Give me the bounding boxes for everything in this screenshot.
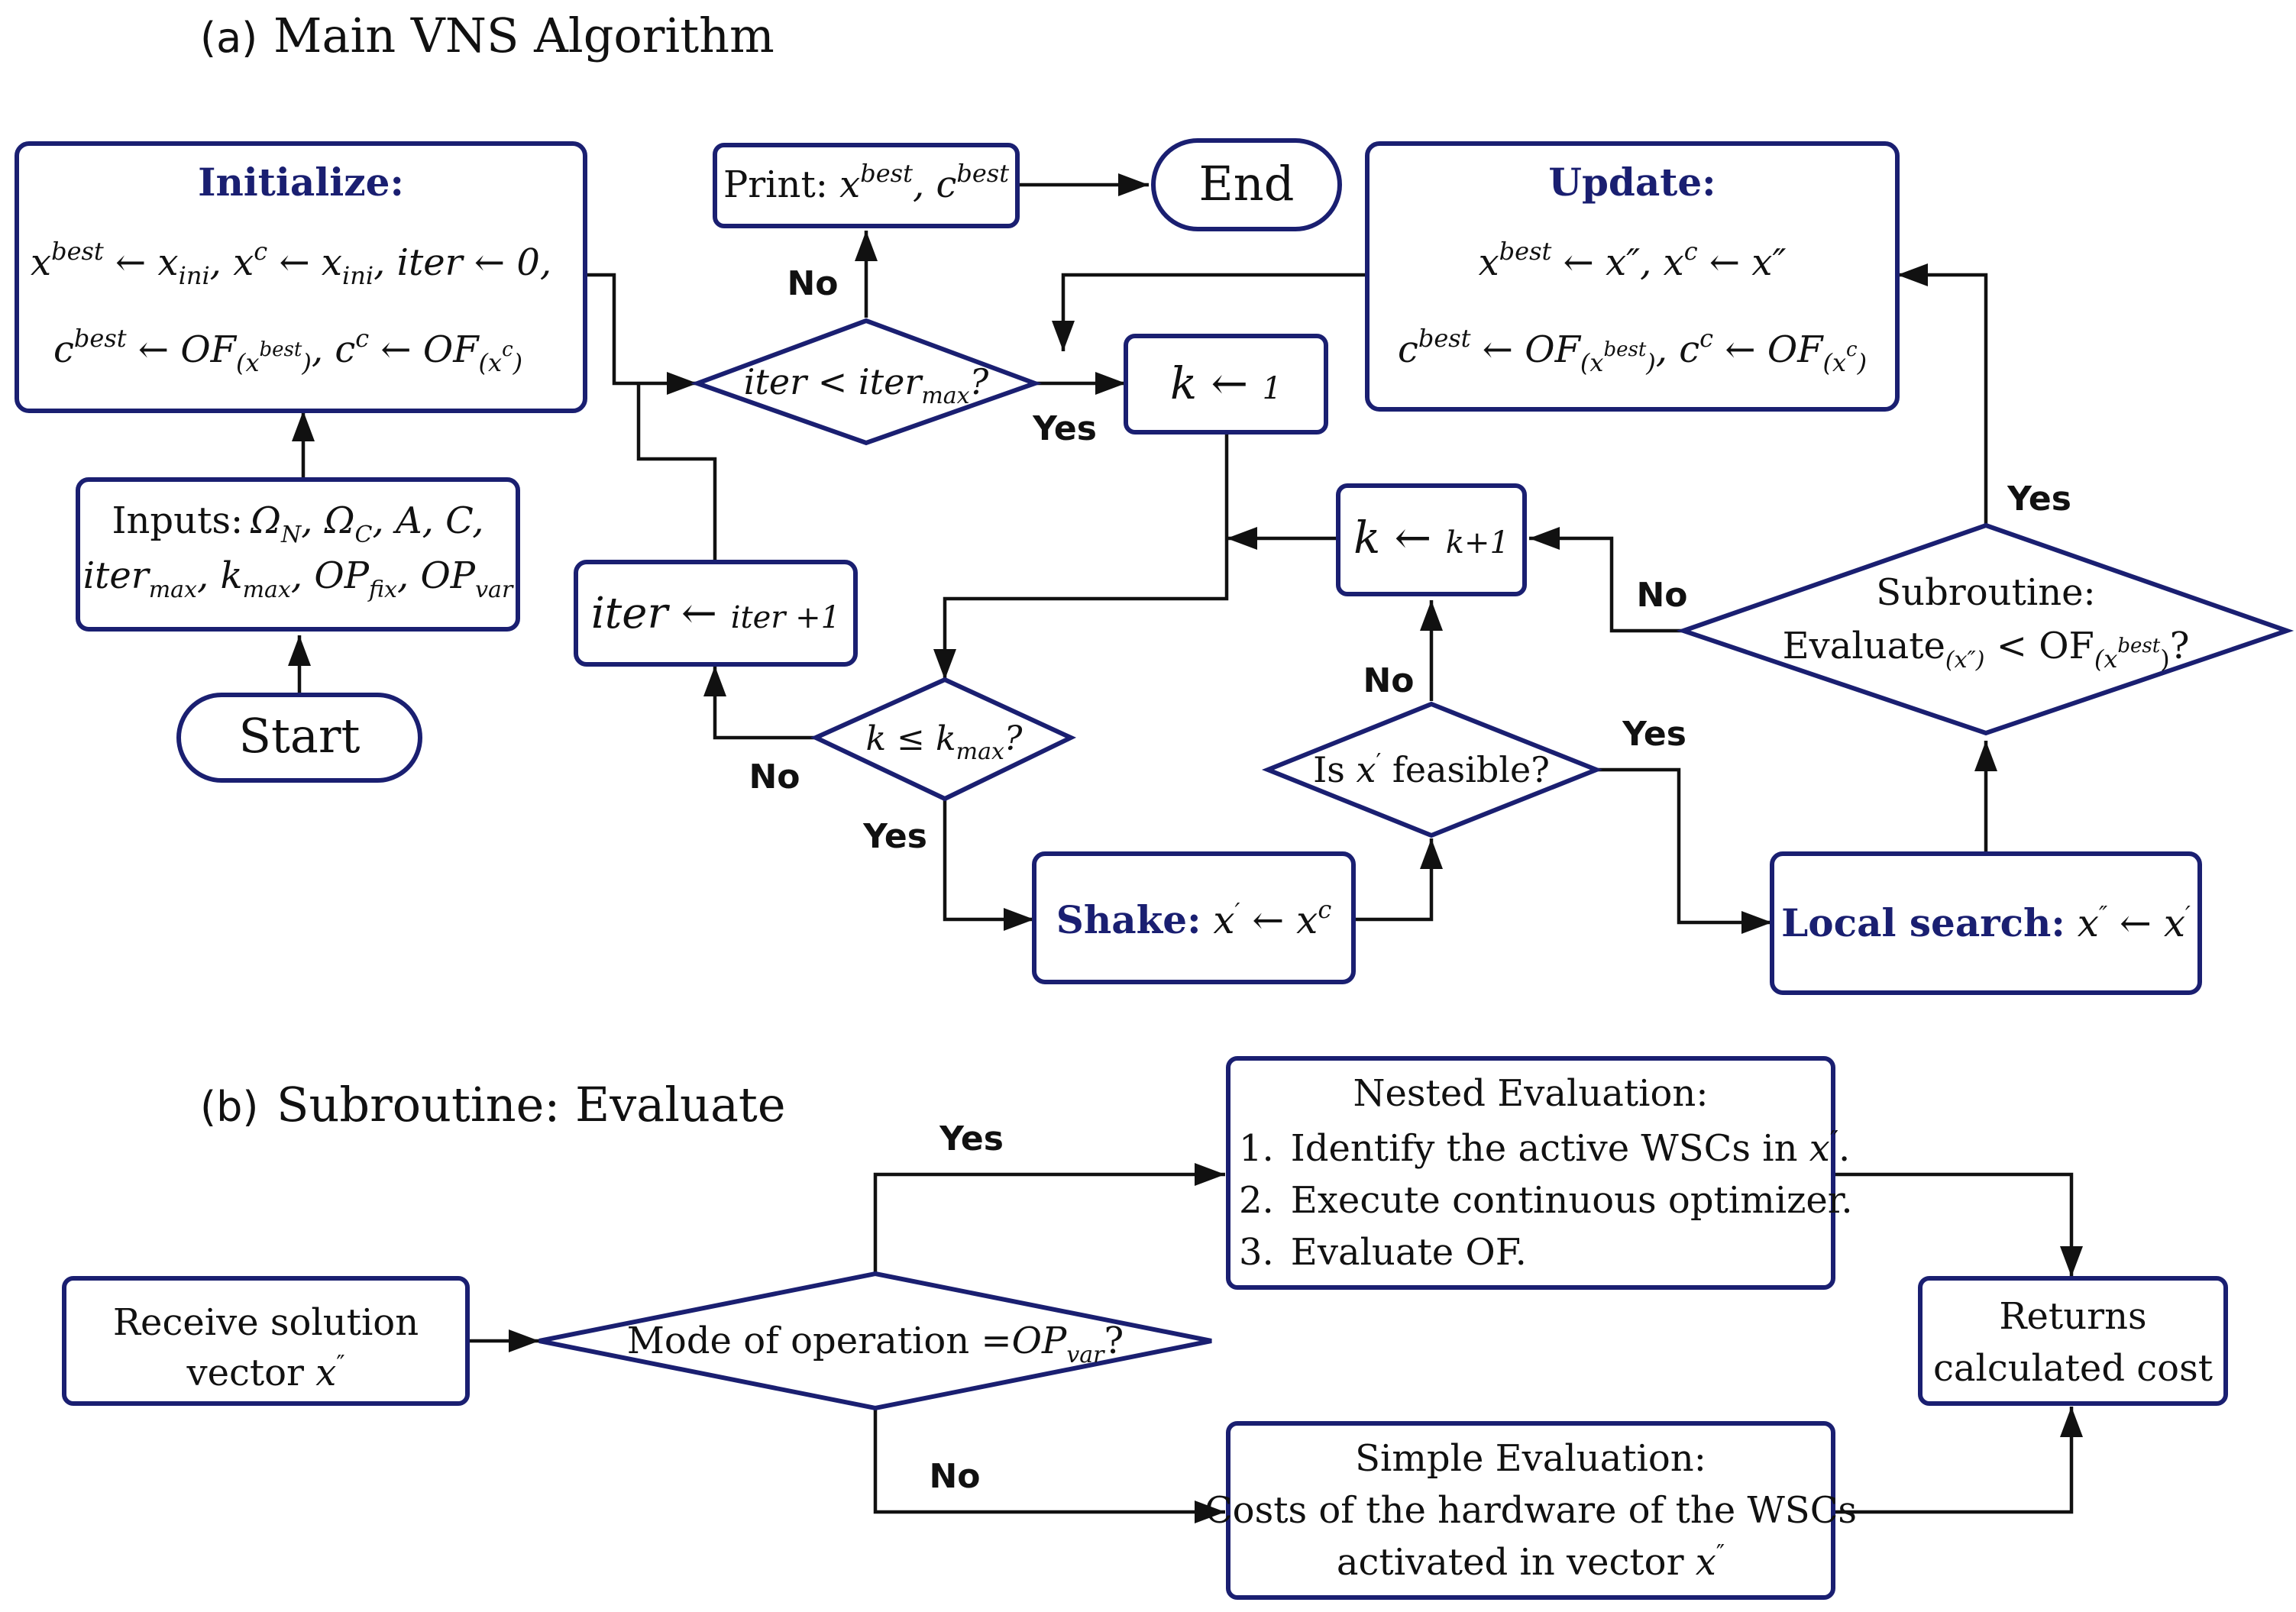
k-init-text: k ← 1 — [1170, 357, 1282, 409]
section-a-title: (a) Main VNS Algorithm — [200, 8, 774, 63]
label-k-no: No — [749, 758, 800, 796]
inputs-line2: itermax, kmax, OPfix, OPvar — [83, 554, 514, 603]
mode-decision: Mode of operation =OPvar? — [538, 1271, 1212, 1411]
inputs-line1: Inputs:ΩN, ΩC, A, C, — [112, 499, 484, 548]
label-feasible-no: No — [1363, 661, 1414, 700]
label-sub-no: No — [1636, 576, 1687, 615]
local-search-text: Local search: x″ ← x′ — [1781, 900, 2191, 945]
label-feasible-yes: Yes — [1622, 715, 1686, 754]
edge-shake-feasible — [1353, 838, 1443, 922]
start-label: Start — [239, 708, 361, 764]
label-iter-yes: Yes — [1032, 409, 1097, 448]
nested-evaluation-box: Nested Evaluation: 1.Identify the active… — [1226, 1056, 1853, 1290]
update-header: Update: — [1548, 160, 1716, 205]
iter-check-text: iter < itermax? — [744, 361, 989, 409]
label-iter-no: No — [787, 264, 838, 303]
section-b-tag: (b) — [200, 1083, 258, 1131]
k-increment-text: k ← k+1 — [1353, 512, 1509, 564]
edge-subroutine-k-inc — [1529, 527, 1683, 633]
inputs-box: Inputs:ΩN, ΩC, A, C, itermax, kmax, OPfi… — [76, 477, 520, 632]
edge-update-k-init — [1052, 273, 1367, 351]
initialize-line2: cbest ← OF(xbest), cc ← OF(xc) — [53, 324, 522, 377]
simple-line1: Costs of the hardware of the WSCs — [1205, 1489, 1857, 1532]
edge-nested-returns — [1833, 1172, 2083, 1277]
print-text: Print: xbest, cbest — [723, 159, 1009, 206]
iter-increment-box: iter ← iter +1 — [574, 560, 858, 667]
simple-evaluation-box: Simple Evaluation: Costs of the hardware… — [1205, 1421, 1857, 1600]
section-a-heading: Main VNS Algorithm — [273, 8, 774, 63]
k-check-text: k ≤ kmax? — [865, 719, 1022, 765]
mode-text: Mode of operation =OPvar? — [627, 1320, 1124, 1368]
nested-item-1: 1.Identify the active WSCs in x″. — [1239, 1126, 1850, 1170]
edge-subroutine-update — [1897, 263, 1988, 525]
connectors-b — [467, 1163, 2083, 1523]
edge-feasible-local-search — [1596, 767, 1772, 934]
start-terminal: Start — [176, 693, 422, 783]
edge-k-check-iter-inc — [703, 666, 816, 740]
label-k-yes: Yes — [862, 817, 927, 856]
subroutine-line2: Evaluate(x″) < OF(xbest)? — [1783, 625, 2190, 674]
nested-item-3: 3.Evaluate OF. — [1239, 1231, 1527, 1274]
feasible-text: Is x′ feasible? — [1313, 749, 1550, 790]
iter-check-decision: iter < itermax? — [690, 318, 1042, 446]
section-b-heading: Subroutine: Evaluate — [276, 1077, 786, 1132]
label-sub-yes: Yes — [2007, 480, 2071, 518]
label-mode-yes: Yes — [939, 1119, 1004, 1158]
edge-iter-inc-loop — [636, 383, 717, 560]
update-line2: cbest ← OF(xbest), cc ← OF(xc) — [1398, 324, 1867, 377]
end-label: End — [1199, 156, 1295, 212]
edge-mode-nested — [873, 1163, 1225, 1272]
initialize-box: Initialize: xbest ← xini, xc ← xini, ite… — [15, 141, 587, 413]
returns-line1: Returns — [1999, 1295, 2146, 1338]
k-check-decision: k ≤ kmax? — [810, 677, 1077, 802]
receive-box: Receive solution vector x″ — [62, 1276, 470, 1406]
end-terminal: End — [1151, 138, 1342, 231]
label-mode-no: No — [929, 1457, 980, 1496]
edge-simple-returns — [1833, 1407, 2083, 1514]
section-a-tag: (a) — [200, 14, 257, 62]
simple-line2: activated in vector x″ — [1337, 1540, 1725, 1584]
edge-k-check-shake — [943, 799, 1034, 931]
connectors-a — [288, 173, 1997, 934]
edge-initialize-iter-check — [585, 273, 697, 395]
update-box: Update: xbest ← x″, xc ← x″ cbest ← OF(x… — [1365, 141, 1900, 412]
edge-mode-simple — [873, 1410, 1225, 1523]
shake-text: Shake: x′ ← xc — [1056, 895, 1332, 942]
initialize-line1: xbest ← xini, xc ← xini, iter ← 0, — [31, 237, 551, 290]
shake-box: Shake: x′ ← xc — [1032, 851, 1356, 984]
receive-line1: Receive solution — [113, 1301, 419, 1344]
simple-title: Simple Evaluation: — [1355, 1437, 1706, 1480]
receive-line2: vector x″ — [186, 1351, 344, 1394]
k-init-box: k ← 1 — [1124, 334, 1328, 434]
feasible-decision: Is x′ feasible? — [1261, 701, 1603, 838]
section-b-title: (b) Subroutine: Evaluate — [200, 1077, 786, 1132]
nested-title: Nested Evaluation: — [1353, 1072, 1709, 1115]
iter-increment-text: iter ← iter +1 — [591, 589, 840, 638]
k-increment-box: k ← k+1 — [1336, 483, 1527, 596]
edge-labels: No Yes No Yes No Yes No Yes Yes No — [749, 264, 2071, 1496]
update-line1: xbest ← x″, xc ← x″ — [1479, 237, 1787, 284]
local-search-box: Local search: x″ ← x′ — [1770, 851, 2202, 995]
edge-k-init-k-check — [933, 432, 1229, 680]
subroutine-line1: Subroutine: — [1876, 571, 2095, 614]
nested-item-2: 2.Execute continuous optimizer. — [1239, 1179, 1853, 1222]
subroutine-decision: Subroutine: Evaluate(x″) < OF(xbest)? — [1676, 522, 2294, 736]
returns-box: Returns calculated cost — [1918, 1276, 2228, 1406]
initialize-header: Initialize: — [198, 160, 404, 205]
print-box: Print: xbest, cbest — [713, 143, 1020, 228]
returns-line2: calculated cost — [1933, 1347, 2213, 1390]
